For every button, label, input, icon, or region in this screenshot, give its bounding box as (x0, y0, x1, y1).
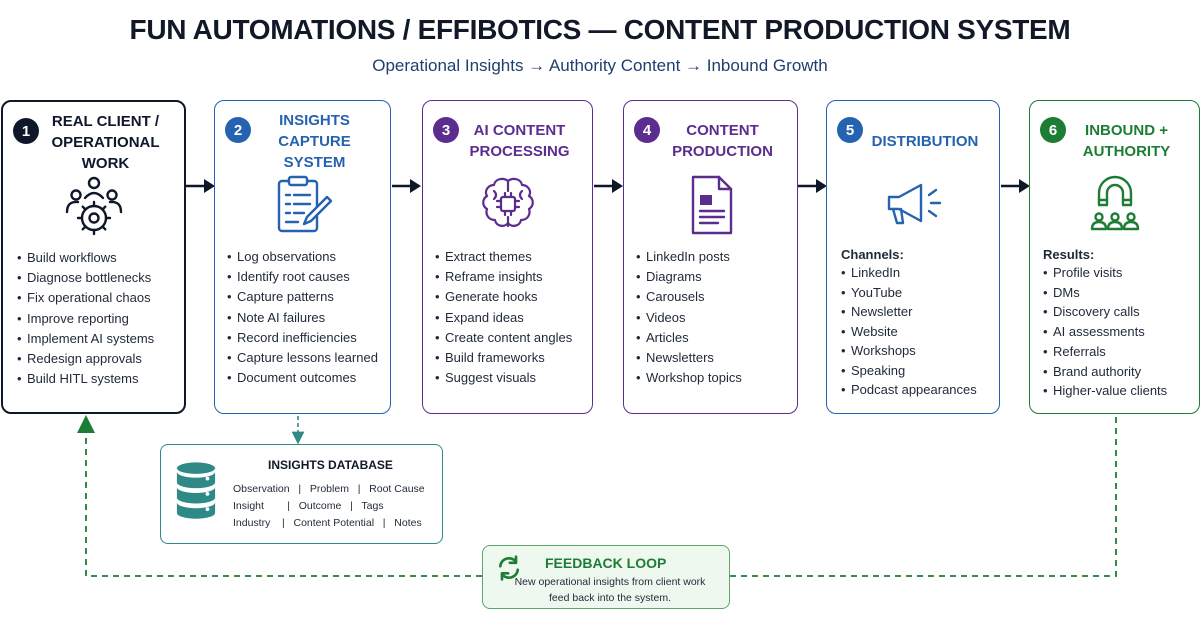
list-item: Document outcomes (227, 368, 378, 388)
clipboard-pencil-icon (277, 175, 332, 233)
stage-2-title: INSIGHTS CAPTURE SYSTEM (278, 111, 351, 171)
diagram-subtitle: Operational Insights → Authority Content… (372, 56, 828, 75)
stage-1-number: 1 (13, 118, 39, 144)
list-item: LinkedIn posts (636, 247, 742, 267)
stage-6-bullet-list: Profile visits DMs Discovery calls AI as… (1043, 263, 1167, 401)
flow-arrow-1-2 (186, 179, 215, 193)
list-item: Log observations (227, 247, 378, 267)
flow-arrow-4-5 (798, 179, 827, 193)
stage-6-title: INBOUND + AUTHORITY (1082, 122, 1171, 160)
stage-6-card: 6 INBOUND + AUTHORITY Results: Profile v… (1029, 100, 1200, 414)
database-fields-row-3: Industry | Content Potential | Notes (233, 517, 422, 529)
list-item: Record inefficiencies (227, 328, 378, 348)
stage-5-list-heading: Channels: (841, 247, 904, 262)
stage-4-title: CONTENT PRODUCTION (672, 122, 773, 160)
database-icon (176, 462, 216, 519)
stage-6-list-heading: Results: (1043, 247, 1095, 262)
list-item: Improve reporting (17, 309, 154, 329)
list-item: LinkedIn (841, 263, 977, 283)
stage-5-card: 5 DISTRIBUTION Channels: LinkedIn YouTub… (826, 100, 1000, 414)
diagram-title: FUN AUTOMATIONS / EFFIBOTICS — CONTENT P… (129, 14, 1071, 45)
list-item: Brand authority (1043, 362, 1167, 382)
flow-arrow-2-3 (392, 179, 421, 193)
feedback-loop-line-left (77, 415, 482, 577)
document-icon (691, 175, 732, 235)
stage-2-bullet-list: Log observations Identify root causes Ca… (227, 247, 378, 388)
stage-1-title: REAL CLIENT / OPERATIONAL WORK (51, 112, 160, 172)
list-item: Redesign approvals (17, 349, 154, 369)
list-item: Diagnose bottlenecks (17, 268, 154, 288)
list-item: Implement AI systems (17, 329, 154, 349)
list-item: Workshop topics (636, 368, 742, 388)
list-item: Diagrams (636, 267, 742, 287)
refresh-icon (498, 555, 520, 581)
stage-5-title: DISTRIBUTION (871, 132, 979, 150)
stage-1-bullet-list: Build workflows Diagnose bottlenecks Fix… (17, 248, 154, 389)
database-fields-row-1: Observation | Problem | Root Cause (233, 483, 425, 495)
list-item: Identify root causes (227, 267, 378, 287)
stage-3-title: AI CONTENT PROCESSING (469, 122, 570, 160)
flow-arrow-5-6 (1001, 179, 1030, 193)
stage-2-card: 2 INSIGHTS CAPTURE SYSTEM Log observatio… (214, 100, 391, 414)
stage-5-number: 5 (837, 117, 863, 143)
database-fields-row-2: Insight | Outcome | Tags (233, 500, 384, 512)
list-item: Podcast appearances (841, 380, 977, 400)
brain-chip-icon (481, 177, 534, 228)
list-item: Newsletter (841, 302, 977, 322)
list-item: Expand ideas (435, 308, 572, 328)
list-item: Referrals (1043, 342, 1167, 362)
feedback-loop-box: FEEDBACK LOOP New operational insights f… (482, 545, 730, 609)
list-item: Capture lessons learned (227, 348, 378, 368)
stage-4-number: 4 (634, 117, 660, 143)
list-item: Create content angles (435, 328, 572, 348)
database-title: INSIGHTS DATABASE (268, 458, 393, 472)
list-item: Carousels (636, 287, 742, 307)
stage-3-bullet-list: Extract themes Reframe insights Generate… (435, 247, 572, 388)
stage-4-bullet-list: LinkedIn posts Diagrams Carousels Videos… (636, 247, 742, 388)
list-item: Profile visits (1043, 263, 1167, 283)
list-item: Website (841, 322, 977, 342)
feedback-loop-title: FEEDBACK LOOP (545, 555, 667, 571)
feedback-loop-line-right (730, 416, 1117, 577)
list-item: Suggest visuals (435, 368, 572, 388)
list-item: Discovery calls (1043, 302, 1167, 322)
list-item: Generate hooks (435, 287, 572, 307)
list-item: Build frameworks (435, 348, 572, 368)
feedback-loop-description: New operational insights from client wor… (514, 576, 706, 604)
list-item: Articles (636, 328, 742, 348)
list-item: Note AI failures (227, 308, 378, 328)
insights-database-box: INSIGHTS DATABASE Observation | Problem … (160, 444, 443, 544)
list-item: Videos (636, 308, 742, 328)
stage-2-number: 2 (225, 117, 251, 143)
list-item: Speaking (841, 361, 977, 381)
list-item: YouTube (841, 283, 977, 303)
list-item: Extract themes (435, 247, 572, 267)
list-item: Higher-value clients (1043, 381, 1167, 401)
list-item: Capture patterns (227, 287, 378, 307)
list-item: Newsletters (636, 348, 742, 368)
stage-1-card: 1 REAL CLIENT / OPERATIONAL WORK Build w… (1, 100, 186, 414)
stage-3-number: 3 (433, 117, 459, 143)
list-item: Build workflows (17, 248, 154, 268)
list-item: DMs (1043, 283, 1167, 303)
stage-6-number: 6 (1040, 117, 1066, 143)
stage-3-card: 3 AI CONTENT PROCESSING Extract themes R… (422, 100, 593, 414)
flow-arrow-3-4 (594, 179, 623, 193)
team-gear-icon (65, 176, 122, 236)
magnet-people-icon (1090, 175, 1139, 231)
stage-5-bullet-list: LinkedIn YouTube Newsletter Website Work… (841, 263, 977, 400)
stage-4-card: 4 CONTENT PRODUCTION LinkedIn posts Diag… (623, 100, 798, 414)
list-item: Build HITL systems (17, 369, 154, 389)
megaphone-icon (887, 183, 942, 225)
list-item: Reframe insights (435, 267, 572, 287)
list-item: Workshops (841, 341, 977, 361)
list-item: Fix operational chaos (17, 288, 154, 308)
list-item: AI assessments (1043, 322, 1167, 342)
